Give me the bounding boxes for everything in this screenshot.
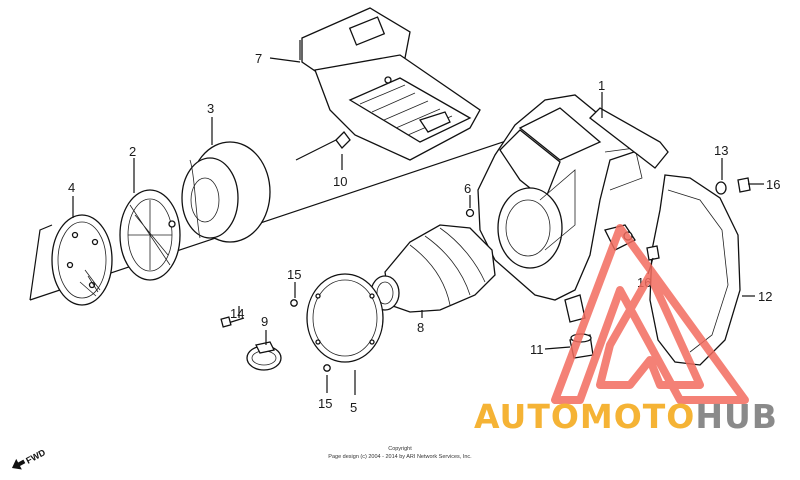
part-13-washer <box>715 181 727 195</box>
copyright-line-2: Page design (c) 2004 - 2014 by ARI Netwo… <box>328 454 472 460</box>
part-16-bolt-right <box>737 177 760 193</box>
callout-5: 5 <box>350 400 357 415</box>
part-15-nut-lower <box>323 364 331 372</box>
watermark-logo <box>551 224 749 404</box>
callout-10: 10 <box>333 174 347 189</box>
part-2-frame <box>119 189 181 281</box>
callout-4: 4 <box>68 180 75 195</box>
copyright-line-1: Copyright <box>388 446 412 452</box>
part-4-plate <box>51 214 113 306</box>
fwd-indicator: FWD <box>11 447 47 470</box>
watermark-part2: HUB <box>695 397 778 436</box>
callouts: 1 2 3 4 5 6 7 8 9 10 11 12 13 14 15 15 1… <box>68 51 780 415</box>
callout-3: 3 <box>207 101 214 116</box>
fwd-arrow-icon <box>11 458 26 470</box>
part-10-screw <box>295 131 351 161</box>
watermark-part1: AUTOMOTO <box>474 397 695 436</box>
watermark-text: AUTOMOTOHUB <box>474 397 778 436</box>
part-7-cover <box>301 7 481 161</box>
callout-11: 11 <box>530 342 544 357</box>
callout-14: 14 <box>230 306 244 321</box>
callout-1: 1 <box>598 78 605 93</box>
fwd-label: FWD <box>24 447 47 466</box>
callout-15-upper: 15 <box>287 267 301 282</box>
part-3-filter <box>181 141 271 243</box>
callout-8: 8 <box>417 320 424 335</box>
callout-12: 12 <box>758 289 772 304</box>
part-6-screw <box>465 208 475 218</box>
part-14-bolt <box>220 316 245 328</box>
logo-triangle-icon <box>551 224 749 404</box>
callout-9: 9 <box>261 314 268 329</box>
callout-13: 13 <box>714 143 728 158</box>
callout-2: 2 <box>129 144 136 159</box>
callout-6: 6 <box>464 181 471 196</box>
leader-lines <box>72 57 764 395</box>
part-9-clamp <box>246 341 282 371</box>
part-15-nut-upper <box>290 299 298 307</box>
callout-15-lower: 15 <box>318 396 332 411</box>
callout-7: 7 <box>255 51 262 66</box>
callout-16-right: 16 <box>766 177 780 192</box>
part-5-gasket <box>306 273 384 363</box>
part-8-duct <box>370 224 496 313</box>
